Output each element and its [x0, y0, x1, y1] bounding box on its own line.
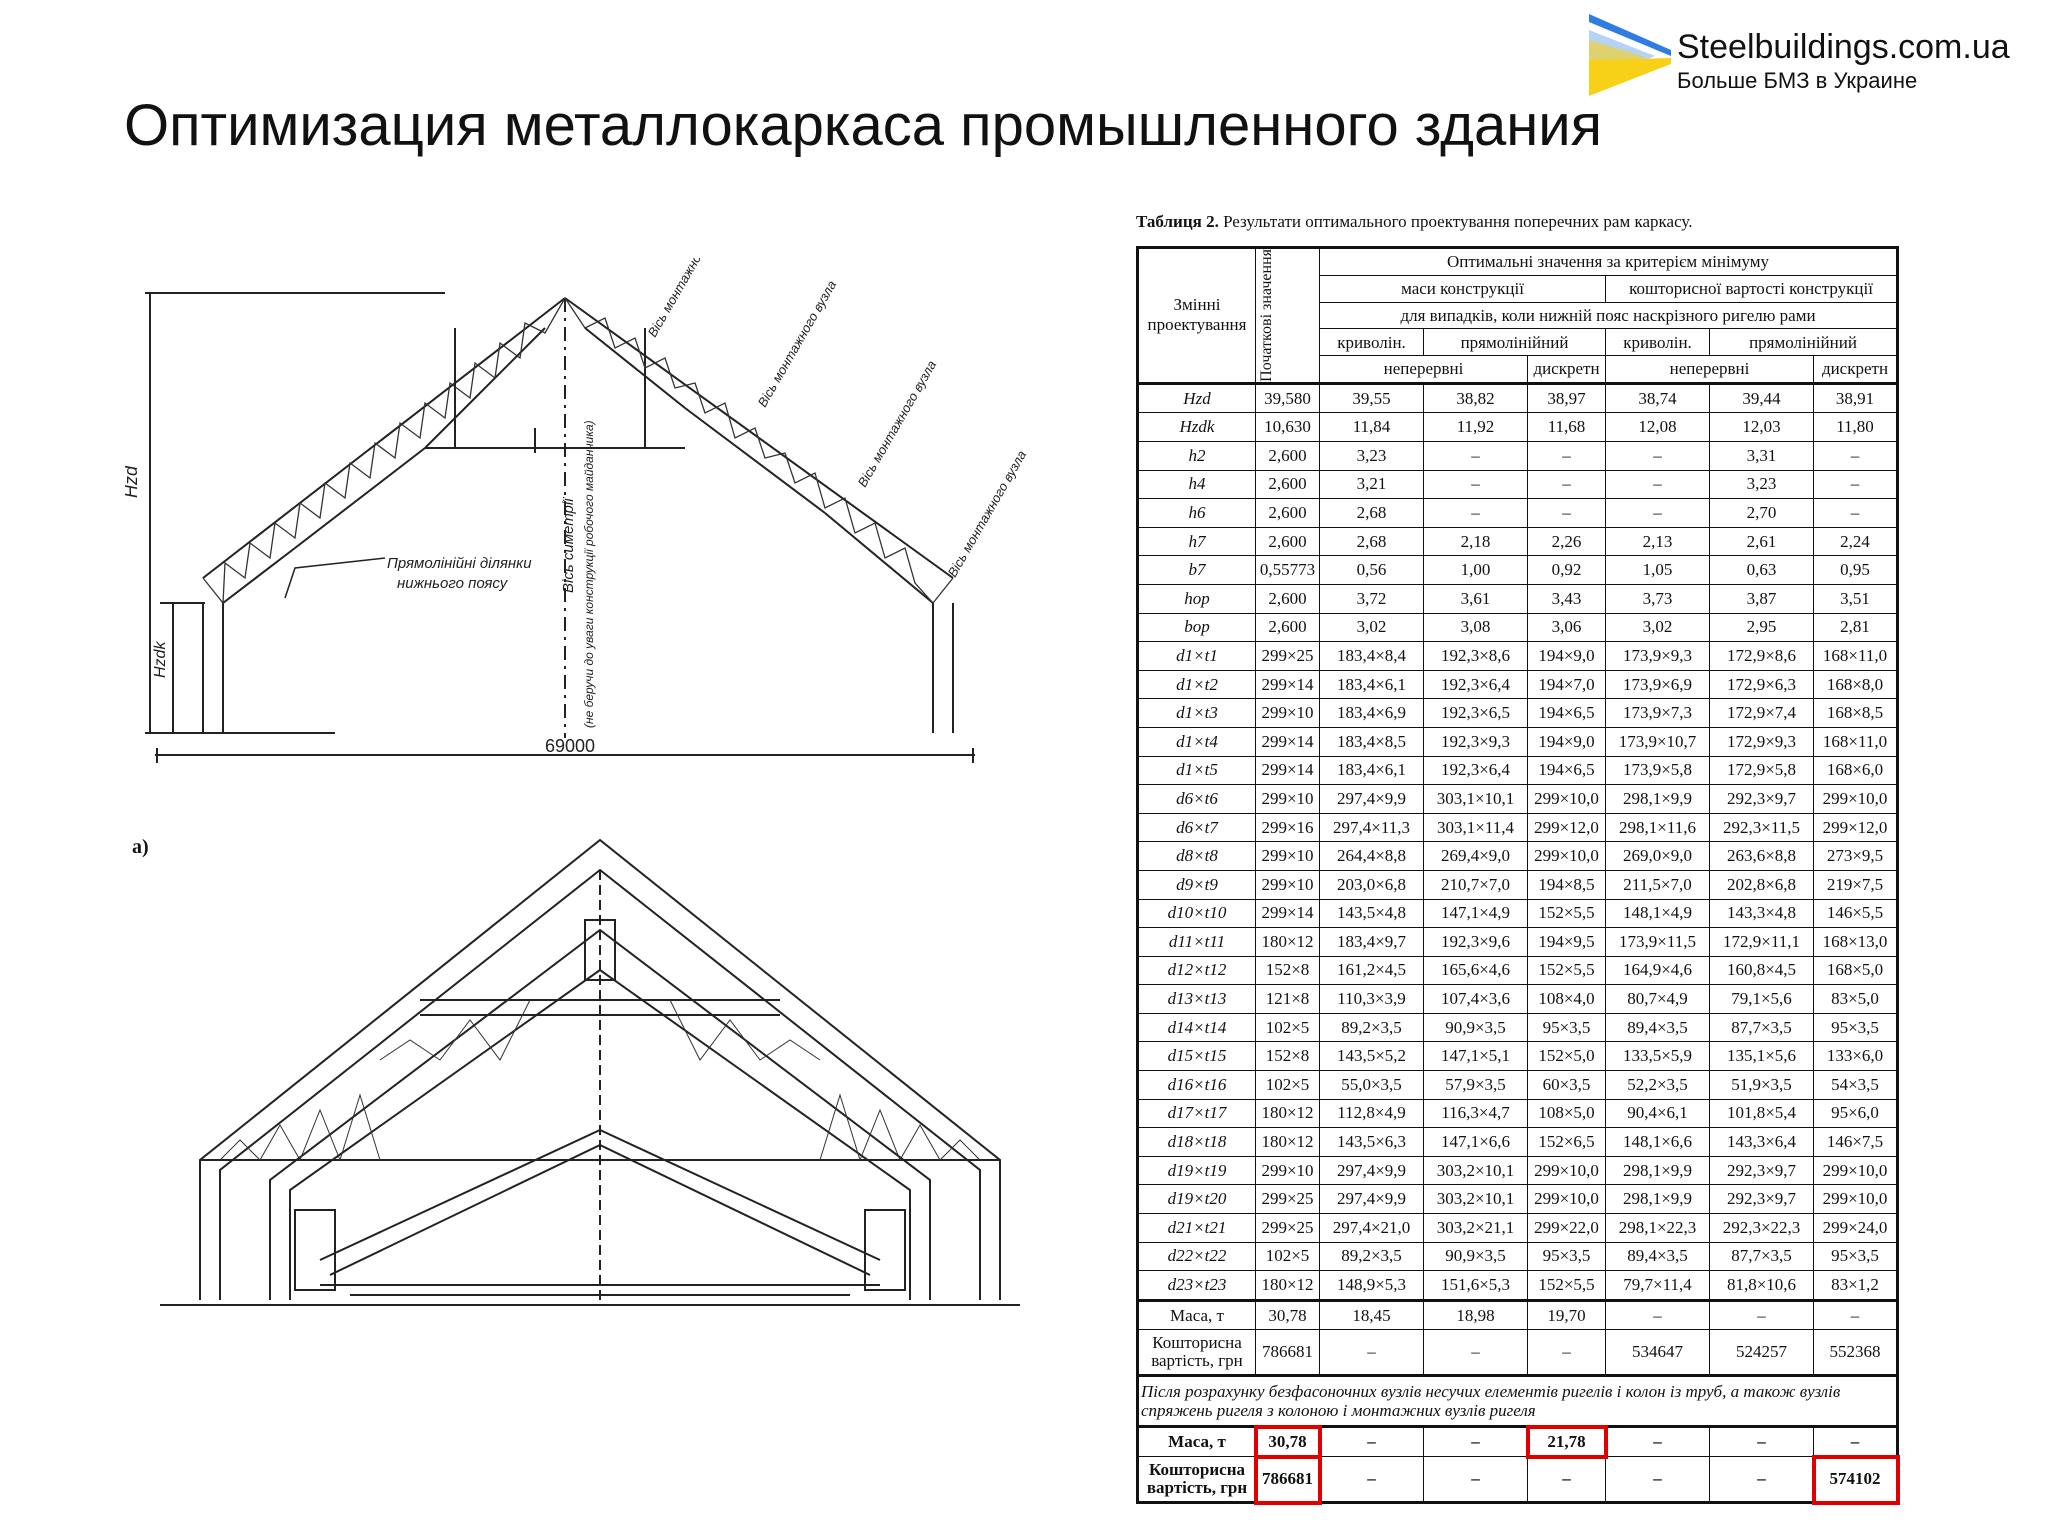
- header-initial: Початкові значення: [1255, 247, 1320, 384]
- note-row: Після розрахунку безфасоночних вузлів не…: [1136, 1374, 1899, 1428]
- table-caption: Таблиця 2. Результати оптимального проек…: [1136, 212, 1693, 231]
- lower-chord-note-2: нижнього поясу: [397, 575, 509, 592]
- highlight-final-cost: 574102: [1811, 1454, 1900, 1505]
- mount-node-label-4: Вісь монтажного вузла: [945, 448, 1030, 580]
- symmetry-axis-label: Вісь симетрії: [560, 497, 577, 593]
- results-table: Змінні проектування Початкові значення О…: [1136, 246, 1900, 1505]
- mount-node-label-3: Вісь монтажного вузла: [855, 358, 940, 490]
- header-curv-cost: криволін.: [1605, 328, 1710, 356]
- drawing-label-a: а): [132, 836, 149, 858]
- header-discrete-mass: дискретн: [1527, 354, 1606, 384]
- header-variables: Змінні проектування: [1137, 247, 1256, 384]
- header-optimal: Оптимальні значення за критерієм мінімум…: [1318, 247, 1899, 276]
- hzdk-label: Hzdk: [152, 641, 169, 678]
- hzd-label: Hzd: [125, 465, 141, 498]
- logo-tagline: Больше БМЗ в Украине: [1677, 68, 1918, 93]
- highlight-initial-mass: 30,78: [1253, 1424, 1322, 1459]
- header-mass: маси конструкції: [1319, 274, 1606, 303]
- span-label: 69000: [545, 736, 595, 756]
- header-discrete-cost: дискретн: [1812, 354, 1899, 384]
- building-section-drawing: [160, 838, 1020, 1306]
- header-rect-mass: прямолінійний: [1423, 328, 1606, 356]
- results-table-wrapper: Змінні проектування Початкові значення О…: [1136, 246, 1900, 1505]
- logo-brand: Steelbuildings.com.ua: [1677, 28, 2010, 66]
- lower-chord-note-1: Прямолінійні ділянки: [387, 555, 532, 572]
- crane-note-label: (не беручи до уваги конструкції робочого…: [582, 420, 596, 728]
- page-title: Оптимизация металлокаркаса промышленного…: [124, 93, 1603, 158]
- header-cases: для випадків, коли нижній пояс наскрізно…: [1318, 301, 1899, 330]
- mount-node-label-1: Вісь монтажного вузла: [645, 258, 730, 340]
- mount-node-label-2: Вісь монтажного вузла: [755, 278, 840, 410]
- highlight-final-mass: 21,78: [1525, 1424, 1608, 1459]
- header-curv-mass: криволін.: [1319, 328, 1424, 356]
- logo-chevron-icon: [1589, 14, 1671, 96]
- header-rect-cost: прямолінійний: [1708, 328, 1899, 356]
- frame-scheme-drawing: 69000 Hzd Hzdk Вісь симетрії (не беручи …: [125, 258, 1030, 763]
- header-cost: кошторисної вартості конструкції: [1604, 274, 1899, 303]
- logo[interactable]: Steelbuildings.com.ua Больше БМЗ в Украи…: [1585, 10, 2035, 105]
- header-continuous-cost: неперервні: [1605, 354, 1814, 384]
- highlight-initial-cost: 786681: [1253, 1454, 1322, 1505]
- header-continuous-mass: неперервні: [1319, 354, 1528, 384]
